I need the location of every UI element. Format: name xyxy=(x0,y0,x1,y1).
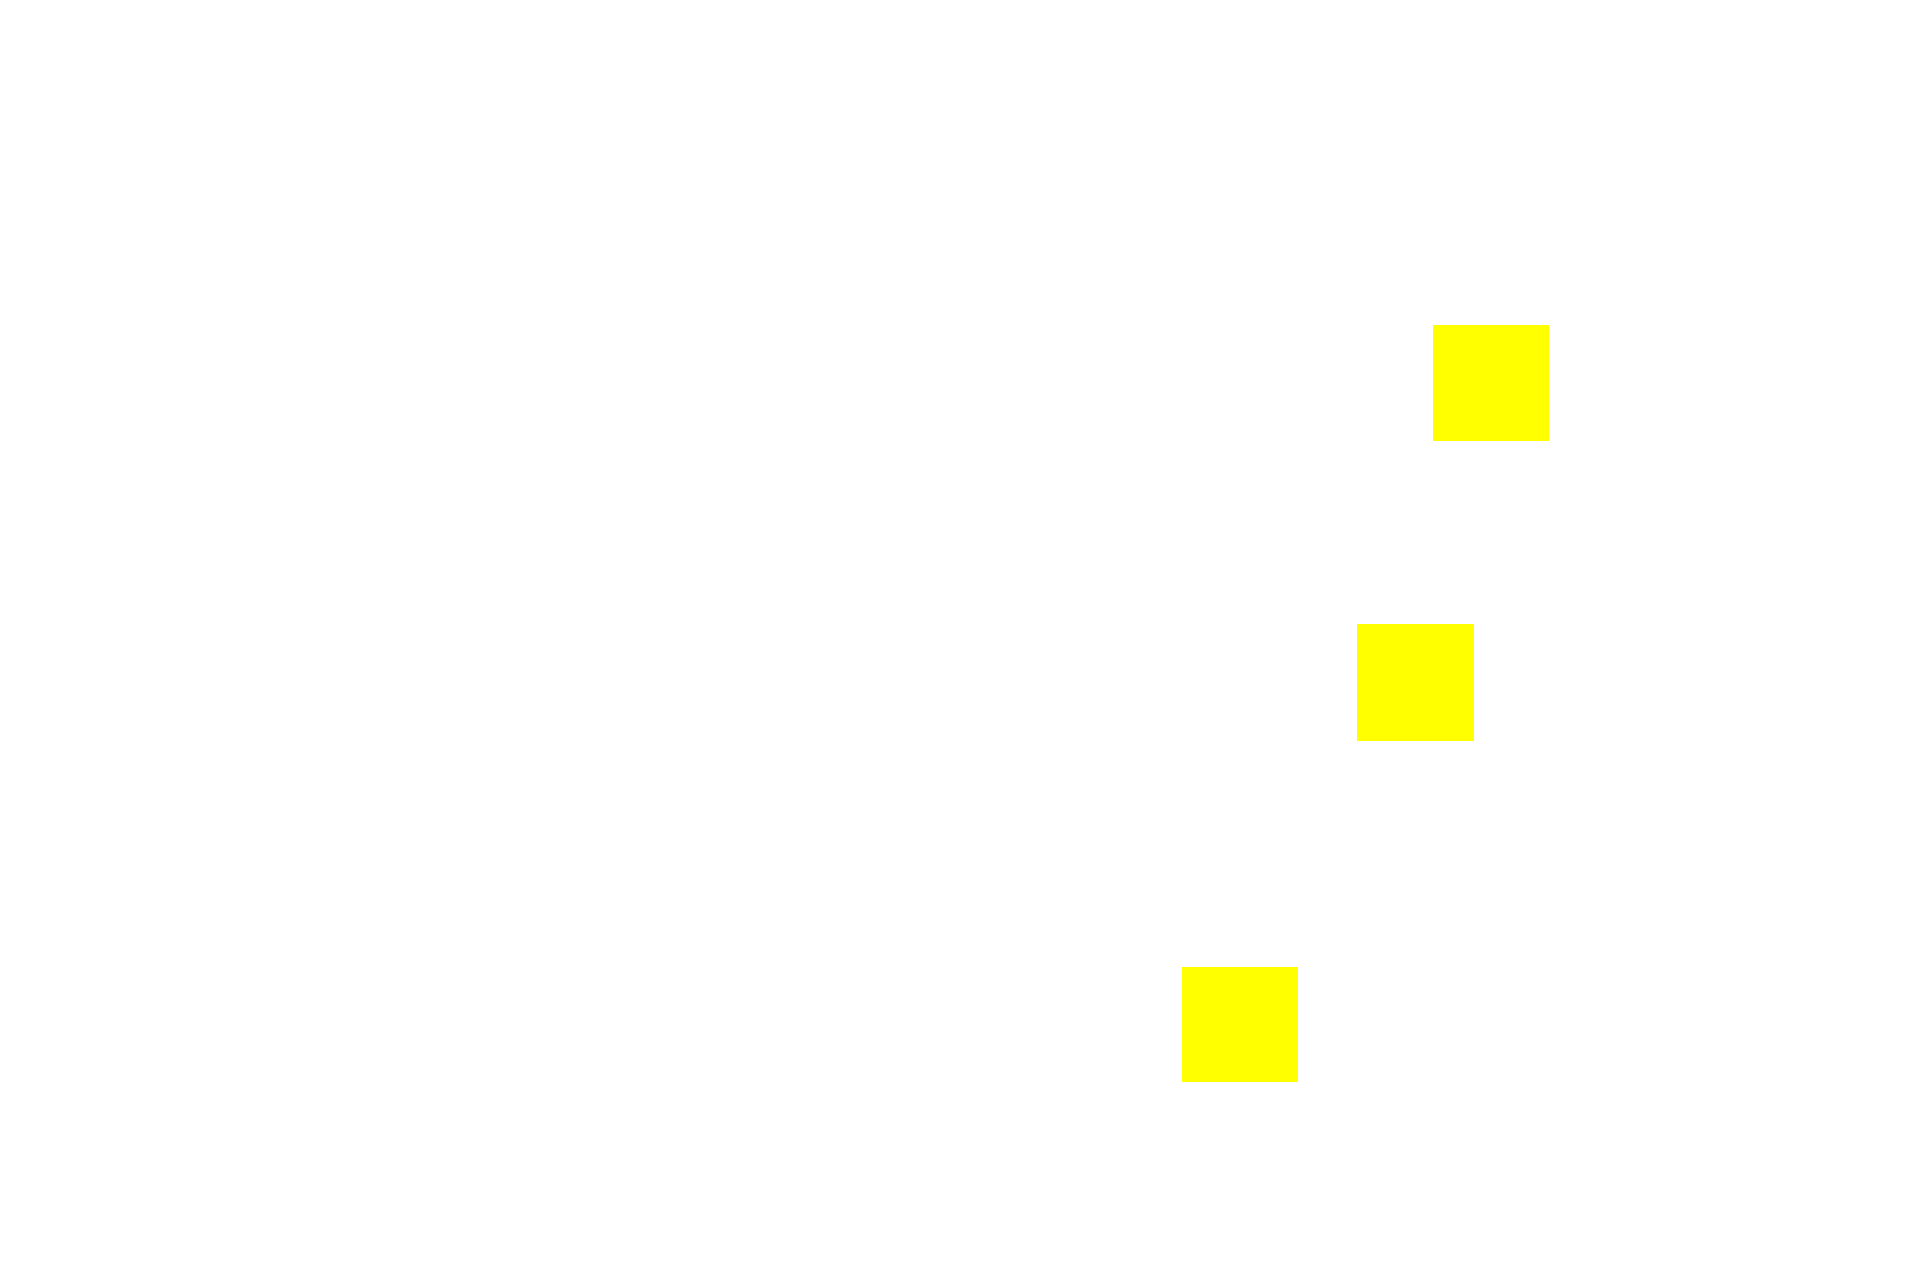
yellow-square-3[interactable] xyxy=(1182,967,1298,1082)
yellow-square-1[interactable] xyxy=(1433,325,1549,441)
yellow-square-2[interactable] xyxy=(1357,624,1474,741)
